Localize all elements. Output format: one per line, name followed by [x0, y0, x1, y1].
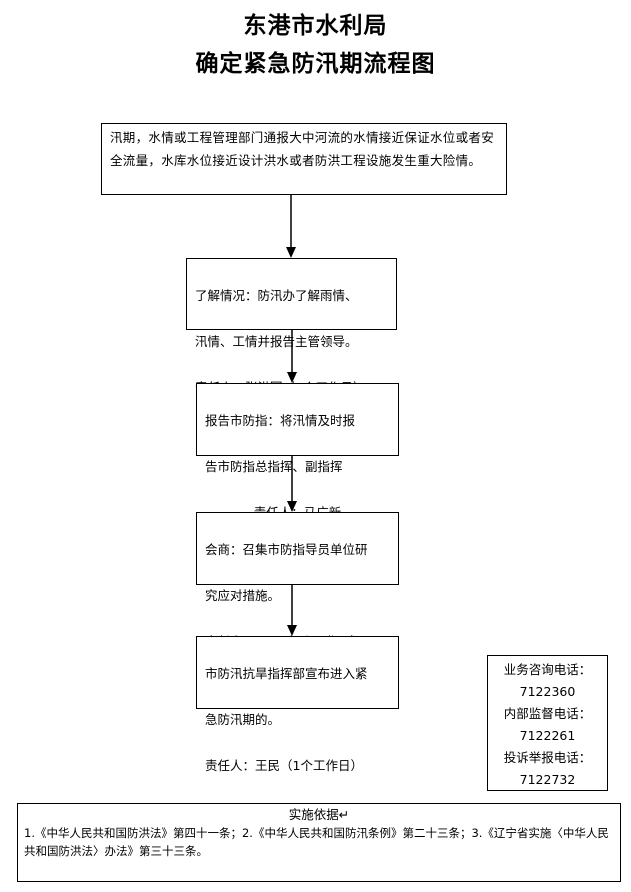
arrow-step1-to-step2 — [287, 330, 297, 383]
step1-line2: 汛情、工情并报告主管领导。 — [195, 334, 358, 349]
supervise-phone-number: 7122261 — [519, 728, 576, 743]
page-title: 东港市水利局 — [243, 13, 388, 39]
flow-step-consult: 会商：召集市防指导员单位研 究应对措施。 责任人：王民（1个工作日） — [196, 512, 399, 649]
supervise-phone-label: 内部监督电话： — [503, 706, 592, 721]
arrow-trigger-to-step1 — [286, 195, 296, 258]
step2-line1: 报告市防指：将汛情及时报 — [205, 413, 356, 428]
legal-basis-heading: 实施依据↵ — [288, 807, 350, 822]
flow-step-announce: 市防汛抗旱指挥部宣布进入紧 急防汛期的。 责任人：王民（1个工作日） — [196, 636, 399, 773]
step4-line1: 市防汛抗旱指挥部宣布进入紧 — [205, 666, 368, 681]
step1-line1: 了解情况：防汛办了解雨情、 — [195, 288, 358, 303]
flow-step-understand: 了解情况：防汛办了解雨情、 汛情、工情并报告主管领导。 责任人：张洪军（1个工作… — [186, 258, 397, 395]
legal-basis-text: 1.《中华人民共和国防洪法》第四十一条；2.《中华人民共和国防汛条例》第二十三条… — [24, 826, 609, 858]
complaint-phone-label: 投诉举报电话： — [503, 750, 592, 765]
step3-line1: 会商：召集市防指导员单位研 — [205, 542, 368, 557]
flow-step-report: 报告市防指：将汛情及时报 告市防指总指挥、副指挥 责任人：马广新 — [196, 383, 399, 520]
arrow-step2-to-step3 — [287, 456, 297, 512]
legal-basis-box: 实施依据↵ 1.《中华人民共和国防洪法》第四十一条；2.《中华人民共和国防汛条例… — [17, 803, 621, 882]
consult-phone-number: 7122360 — [519, 684, 576, 699]
contact-phones-box: 业务咨询电话： 7122360 内部监督电话： 7122261 投诉举报电话： … — [487, 655, 608, 791]
step4-line2: 急防汛期的。 — [205, 712, 281, 727]
arrow-step3-to-step4 — [287, 585, 297, 636]
step4-line3: 责任人：王民（1个工作日） — [205, 758, 363, 773]
step3-line2: 究应对措施。 — [205, 588, 281, 603]
step2-line2: 告市防指总指挥、副指挥 — [205, 459, 343, 474]
consult-phone-label: 业务咨询电话： — [503, 662, 592, 677]
page-subtitle: 确定紧急防汛期流程图 — [195, 51, 436, 77]
flow-trigger-box: 汛期，水情或工程管理部门通报大中河流的水情接近保证水位或者安全流量，水库水位接近… — [101, 123, 507, 195]
complaint-phone-number: 7122732 — [519, 772, 576, 787]
